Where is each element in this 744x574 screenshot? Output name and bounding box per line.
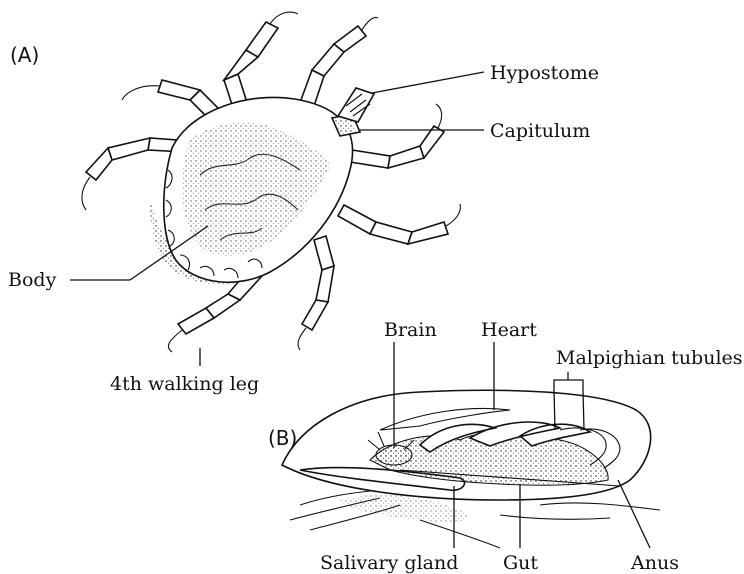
brain-label: Brain xyxy=(384,319,437,341)
capitulum xyxy=(332,88,374,136)
anus-leader xyxy=(618,480,650,548)
capitulum-label: Capitulum xyxy=(490,120,590,142)
heart-label: Heart xyxy=(481,319,537,341)
body-label: Body xyxy=(8,269,57,291)
malpighian-bracket xyxy=(554,380,583,390)
panel-a-label: (A) xyxy=(10,43,39,67)
hypostome-leader xyxy=(372,72,484,93)
section-drawing xyxy=(282,390,660,548)
tick-drawing xyxy=(82,12,460,352)
leg4-label: 4th walking leg xyxy=(110,373,259,395)
salivary-gland-label: Salivary gland xyxy=(320,552,458,574)
malpighian-label: Malpighian tubules xyxy=(556,347,743,369)
gut-label: Gut xyxy=(503,552,538,574)
anus-label: Anus xyxy=(630,552,679,574)
hypostome-label: Hypostome xyxy=(490,62,599,84)
